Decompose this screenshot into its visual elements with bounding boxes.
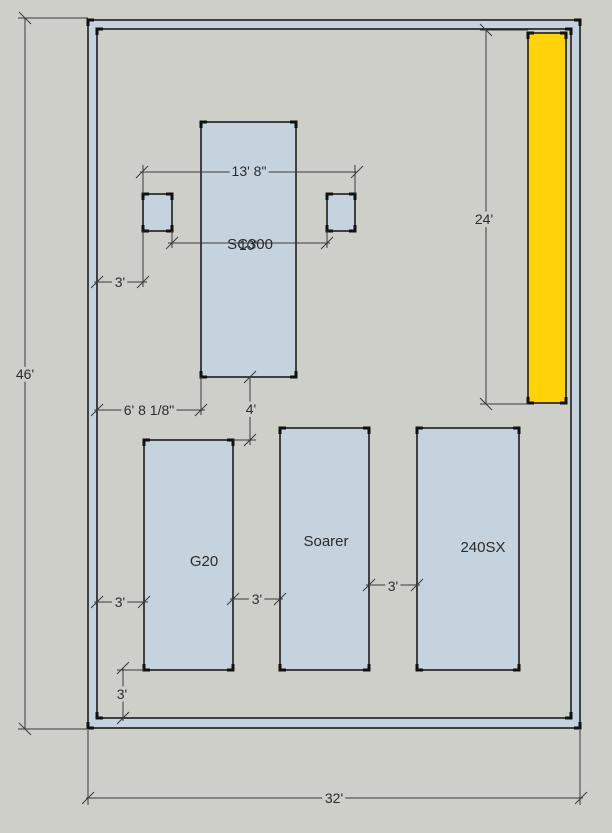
dimension-lines <box>18 11 588 805</box>
dim-soarer-240sx-gap: 3' <box>388 578 398 594</box>
dim-overall-width: 32' <box>325 790 343 806</box>
lift-post-right <box>326 193 356 232</box>
dim-g20-soarer-gap: 3' <box>252 591 262 607</box>
label-lift-car: SC300 <box>227 236 273 253</box>
label-240sx: 240SX <box>460 539 505 556</box>
dim-post-span: 13' 8" <box>232 163 267 179</box>
dim-post-inner-span: 10' <box>239 237 257 253</box>
lift-car <box>200 121 297 378</box>
label-g20: G20 <box>190 553 218 570</box>
workbench <box>527 32 567 404</box>
dim-lift-to-row-gap: 4' <box>246 401 256 417</box>
car-240sx <box>416 427 520 671</box>
slab-corner-marks <box>86 18 582 730</box>
dim-g20-rear-gap: 3' <box>117 686 127 702</box>
car-soarer <box>279 427 370 671</box>
car-corner-marks <box>142 426 521 672</box>
dim-lift-offset: 6' 8 1/8" <box>124 402 174 418</box>
lift-post-left <box>142 193 173 232</box>
dim-post-offset: 3' <box>115 274 125 290</box>
dim-overall-length: 46' <box>16 366 34 382</box>
label-soarer: Soarer <box>303 533 348 550</box>
dim-g20-left-gap: 3' <box>115 594 125 610</box>
dim-bench-length: 24' <box>475 211 493 227</box>
workbench-corner-marks <box>526 31 568 405</box>
car-g20 <box>143 439 234 671</box>
